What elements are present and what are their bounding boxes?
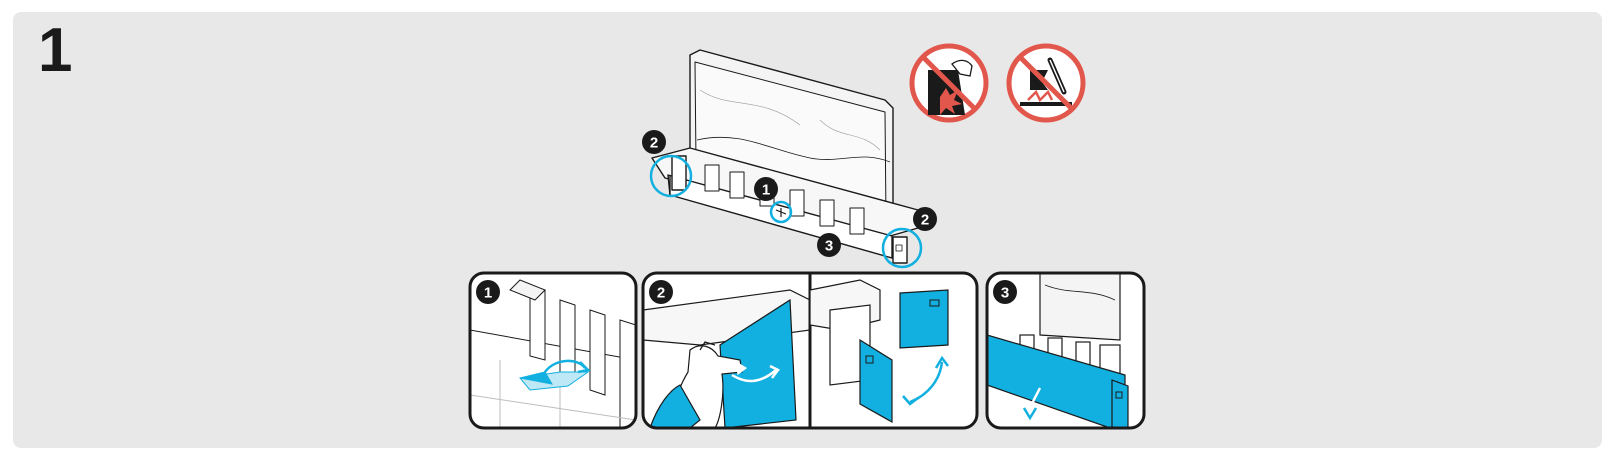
highlight-circle-left (649, 154, 693, 198)
svg-text:1: 1 (762, 182, 770, 199)
detail-badge-3: 3 (993, 280, 1017, 304)
no-sharp-tool-icon (1006, 43, 1086, 123)
tv-package-illustration (651, 49, 919, 264)
detail-panel-2: 2 (641, 271, 979, 430)
svg-text:3: 3 (825, 238, 833, 255)
detail-panel-3: 3 (985, 271, 1146, 430)
svg-text:2: 2 (657, 285, 665, 302)
highlight-circle-right (881, 227, 923, 269)
callout-badge-3: 3 (817, 233, 841, 257)
svg-text:2: 2 (921, 212, 929, 229)
no-pressing-screen-icon (909, 43, 989, 123)
callout-badge-2-left: 2 (642, 130, 666, 154)
callout-badge-2-right: 2 (913, 207, 937, 231)
svg-text:1: 1 (484, 285, 492, 302)
step-number: 1 (38, 16, 73, 85)
highlight-circle-center (769, 200, 793, 224)
detail-panel-1: 1 (468, 271, 638, 430)
detail-badge-1: 1 (476, 280, 500, 304)
svg-text:3: 3 (1001, 285, 1009, 302)
callout-badge-1: 1 (754, 177, 778, 201)
svg-text:2: 2 (650, 135, 658, 152)
detail-badge-2: 2 (649, 280, 673, 304)
